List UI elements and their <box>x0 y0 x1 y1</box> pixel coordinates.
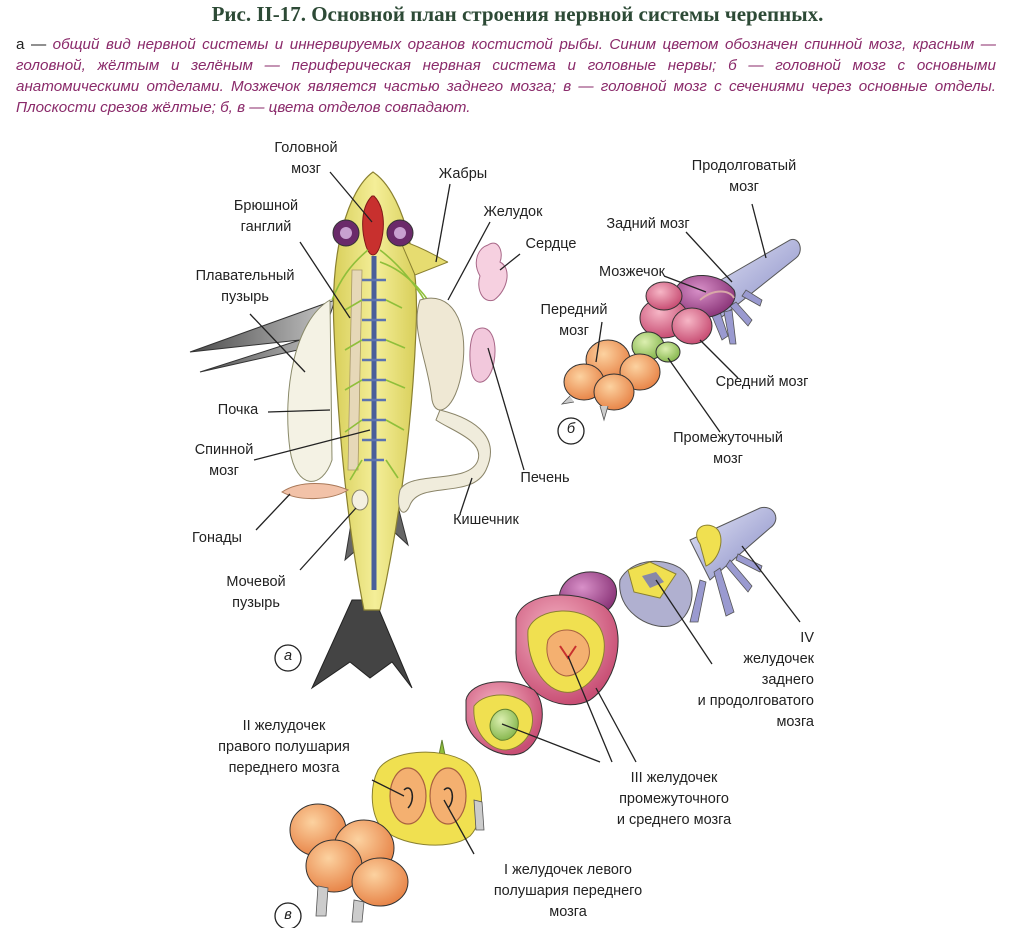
fish-diagram <box>189 171 508 690</box>
brain-diagram-c <box>289 506 777 923</box>
leader-lines-a <box>249 171 525 571</box>
b-midbrain-2 <box>671 307 713 345</box>
c-ventricle-2 <box>389 767 427 825</box>
b-cranial-nerves <box>711 289 763 345</box>
label-intestine: Кишечник <box>453 512 519 528</box>
label-liver: Печень <box>520 470 570 486</box>
c-ventricle-1 <box>429 767 467 825</box>
label-gills: Жабры <box>438 166 488 182</box>
gill-cover <box>399 239 449 276</box>
fish-heart <box>475 242 508 302</box>
fish-gonad <box>281 483 350 500</box>
spinal-segments <box>362 278 386 462</box>
leader-lines-b <box>595 203 767 433</box>
c-olfactory-4 <box>351 857 409 907</box>
fish-brain <box>362 195 384 256</box>
caption-text: общий вид нервной системы и иннервируемы… <box>16 36 996 116</box>
swim-bladder <box>287 299 333 482</box>
label-cerebellum: Мозжечок <box>598 264 666 280</box>
label-gonads: Гонады <box>192 530 242 546</box>
panel-a-letter: а <box>283 648 293 664</box>
leader-lines-c <box>371 545 801 855</box>
fish-intestine <box>398 409 491 513</box>
panel-c-letter: в <box>284 907 292 923</box>
caption-lead: а — <box>16 36 53 53</box>
panel-c-marker <box>274 902 302 928</box>
label-heart: Сердце <box>525 236 577 252</box>
b-forebrain-4 <box>593 373 635 411</box>
label-hindbrain: Задний мозг <box>606 216 690 232</box>
panel-a-marker <box>274 644 302 672</box>
fish-kidney <box>347 269 363 471</box>
panel-b-marker <box>557 417 585 445</box>
fish-stomach <box>416 297 465 411</box>
brain-diagram-b <box>560 238 801 422</box>
panel-b-letter: б <box>566 421 576 437</box>
fish-urinary-bladder <box>351 489 369 511</box>
c-cranial-nerves <box>689 553 763 623</box>
label-kidney: Почка <box>217 402 259 418</box>
tail-fin <box>310 599 413 690</box>
label-stomach: Желудок <box>483 204 543 220</box>
figure-caption: а — общий вид нервной системы и иннервир… <box>16 34 996 118</box>
figure-title: Рис. II-17. Основной план строения нервн… <box>211 2 824 26</box>
label-midbrain: Средний мозг <box>715 374 809 390</box>
c-medulla-section <box>696 524 722 567</box>
fish-liver <box>469 327 496 383</box>
